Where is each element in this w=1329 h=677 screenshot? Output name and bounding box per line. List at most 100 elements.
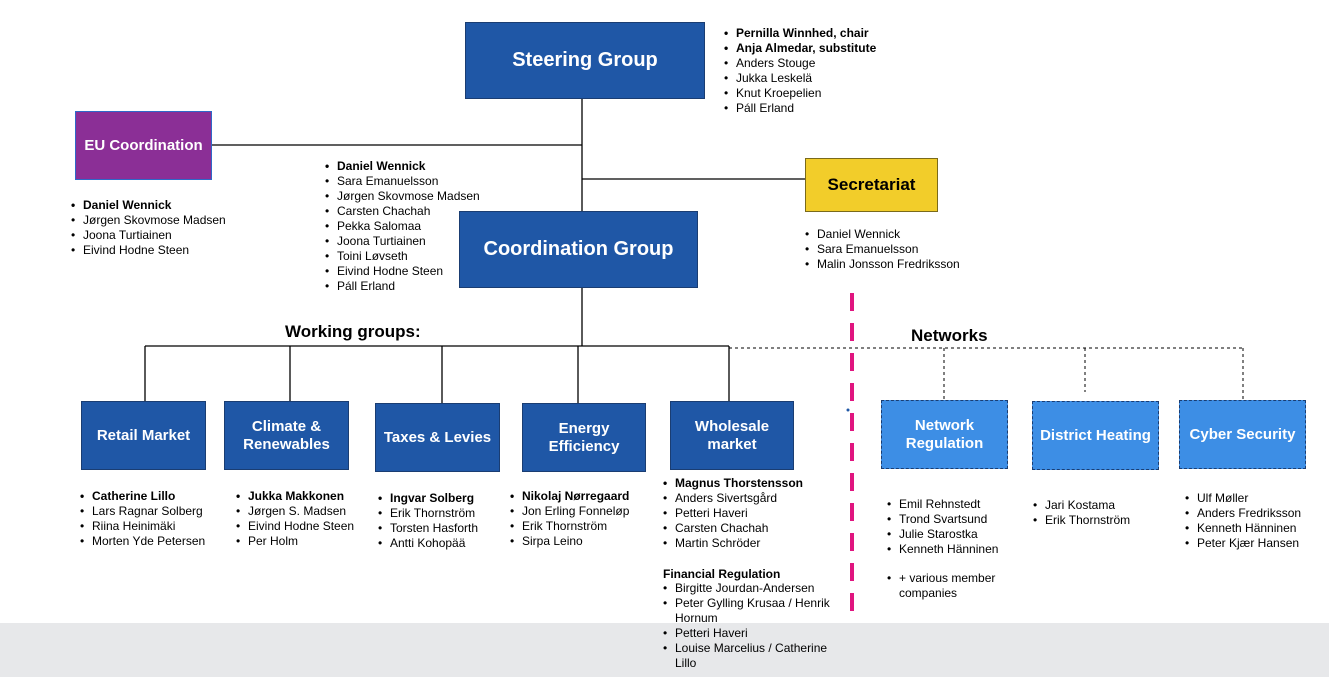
working-groups-label: Working groups: [285, 322, 421, 341]
energy-efficiency-title: Energy Efficiency [548, 419, 620, 455]
list-item: Magnus Thorstensson [663, 476, 803, 491]
list-item: Louise Marcelius / Catherine Lillo [663, 641, 845, 671]
list-item: Toini Løvseth [325, 249, 480, 264]
list-item: Erik Thornström [510, 519, 629, 534]
list-item: Julie Starostka [887, 527, 1017, 542]
list-item: Jørgen S. Madsen [236, 504, 354, 519]
taxes-levies-title: Taxes & Levies [383, 428, 492, 446]
secretariat-box: Secretariat [805, 158, 938, 212]
list-item: Páll Erland [325, 279, 480, 294]
coordination-group-title: Coordination Group [483, 237, 674, 260]
eu-coordination-box: EU Coordination [75, 111, 212, 180]
retail-market-members: Catherine Lillo Lars Ragnar Solberg Riin… [80, 489, 205, 549]
list-item: Anders Stouge [724, 56, 876, 71]
eu-coordination-members: Daniel Wennick Jørgen Skovmose Madsen Jo… [71, 198, 226, 258]
list-item: Anja Almedar, substitute [724, 41, 876, 56]
list-item: Sirpa Leino [510, 534, 629, 549]
climate-renewables-box: Climate & Renewables [224, 401, 349, 470]
secretariat-members: Daniel Wennick Sara Emanuelsson Malin Jo… [805, 227, 960, 272]
cyber-security-box: Cyber Security [1179, 400, 1306, 469]
list-item: Erik Thornström [378, 506, 478, 521]
list-item: Petteri Haveri [663, 506, 803, 521]
list-item: Malin Jonsson Fredriksson [805, 257, 960, 272]
district-heating-members: Jari Kostama Erik Thornström [1033, 498, 1130, 528]
list-item: Morten Yde Petersen [80, 534, 205, 549]
list-item: Carsten Chachah [325, 204, 480, 219]
list-item: Birgitte Jourdan-Andersen [663, 581, 845, 596]
list-item: Erik Thornström [1033, 513, 1130, 528]
list-item: Catherine Lillo [80, 489, 205, 504]
climate-renewables-title: Climate & Renewables [243, 417, 330, 453]
list-item: Kenneth Hänninen [887, 542, 1017, 557]
list-item: Martin Schröder [663, 536, 803, 551]
taxes-levies-box: Taxes & Levies [375, 403, 500, 472]
list-item: Petteri Haveri [663, 626, 845, 641]
list-item: Kenneth Hänninen [1185, 521, 1301, 536]
taxes-levies-members: Ingvar Solberg Erik Thornström Torsten H… [378, 491, 478, 551]
list-item: Sara Emanuelsson [805, 242, 960, 257]
district-heating-title: District Heating [1040, 426, 1151, 444]
steering-group-members: Pernilla Winnhed, chair Anja Almedar, su… [724, 26, 876, 116]
list-item: Torsten Hasforth [378, 521, 478, 536]
district-heating-box: District Heating [1032, 401, 1159, 470]
list-item: Jørgen Skovmose Madsen [325, 189, 480, 204]
list-item: Jari Kostama [1033, 498, 1130, 513]
eu-coordination-title: EU Coordination [84, 136, 203, 154]
list-item: + various member companies [887, 571, 1017, 601]
list-item: Lars Ragnar Solberg [80, 504, 205, 519]
network-regulation-box: Network Regulation [881, 400, 1008, 469]
list-item: Anders Sivertsgård [663, 491, 803, 506]
climate-renewables-members: Jukka Makkonen Jørgen S. Madsen Eivind H… [236, 489, 354, 549]
list-item: Páll Erland [724, 101, 876, 116]
list-item: Pekka Salomaa [325, 219, 480, 234]
wholesale-market-box: Wholesale market [670, 401, 794, 470]
list-item: Daniel Wennick [325, 159, 480, 174]
list-item: Daniel Wennick [805, 227, 960, 242]
list-item: Nikolaj Nørregaard [510, 489, 629, 504]
list-item: Ingvar Solberg [378, 491, 478, 506]
wholesale-market-title: Wholesale market [694, 417, 770, 453]
list-item: Per Holm [236, 534, 354, 549]
list-item: Carsten Chachah [663, 521, 803, 536]
small-dot [846, 408, 850, 412]
list-item: Eivind Hodne Steen [236, 519, 354, 534]
list-item: Jukka Makkonen [236, 489, 354, 504]
list-item: Knut Kroepelien [724, 86, 876, 101]
financial-regulation-title: Financial Regulation [663, 567, 781, 581]
list-item: Trond Svartsund [887, 512, 1017, 527]
network-regulation-title: Network Regulation [905, 416, 984, 452]
list-item: Joona Turtiainen [325, 234, 480, 249]
list-item: Anders Fredriksson [1185, 506, 1301, 521]
list-item: Ulf Møller [1185, 491, 1301, 506]
retail-market-box: Retail Market [81, 401, 206, 470]
list-item: Eivind Hodne Steen [71, 243, 226, 258]
list-item: Peter Kjær Hansen [1185, 536, 1301, 551]
cyber-security-title: Cyber Security [1189, 425, 1296, 443]
list-item: Riina Heinimäki [80, 519, 205, 534]
list-item: Joona Turtiainen [71, 228, 226, 243]
energy-efficiency-box: Energy Efficiency [522, 403, 646, 472]
list-item: Eivind Hodne Steen [325, 264, 480, 279]
steering-group-box: Steering Group [465, 22, 705, 99]
network-regulation-members: Emil Rehnstedt Trond Svartsund Julie Sta… [887, 497, 1017, 601]
list-item: Peter Gylling Krusaa / Henrik Hornum [663, 596, 845, 626]
energy-efficiency-members: Nikolaj Nørregaard Jon Erling Fonneløp E… [510, 489, 629, 549]
list-item: Jørgen Skovmose Madsen [71, 213, 226, 228]
steering-group-title: Steering Group [512, 48, 658, 71]
list-item: Antti Kohopää [378, 536, 478, 551]
list-item: Sara Emanuelsson [325, 174, 480, 189]
list-item: Pernilla Winnhed, chair [724, 26, 876, 41]
coordination-group-members: Daniel Wennick Sara Emanuelsson Jørgen S… [325, 159, 480, 294]
list-item: Daniel Wennick [71, 198, 226, 213]
list-item: Emil Rehnstedt [887, 497, 1017, 512]
secretariat-title: Secretariat [827, 174, 916, 194]
coordination-group-box: Coordination Group [459, 211, 698, 288]
wholesale-market-members: Magnus Thorstensson Anders Sivertsgård P… [663, 476, 803, 551]
networks-label: Networks [911, 326, 988, 345]
cyber-security-members: Ulf Møller Anders Fredriksson Kenneth Hä… [1185, 491, 1301, 551]
retail-market-title: Retail Market [96, 426, 191, 444]
list-item: Jon Erling Fonneløp [510, 504, 629, 519]
list-item: Jukka Leskelä [724, 71, 876, 86]
financial-regulation-members: Birgitte Jourdan-Andersen Peter Gylling … [663, 581, 845, 671]
